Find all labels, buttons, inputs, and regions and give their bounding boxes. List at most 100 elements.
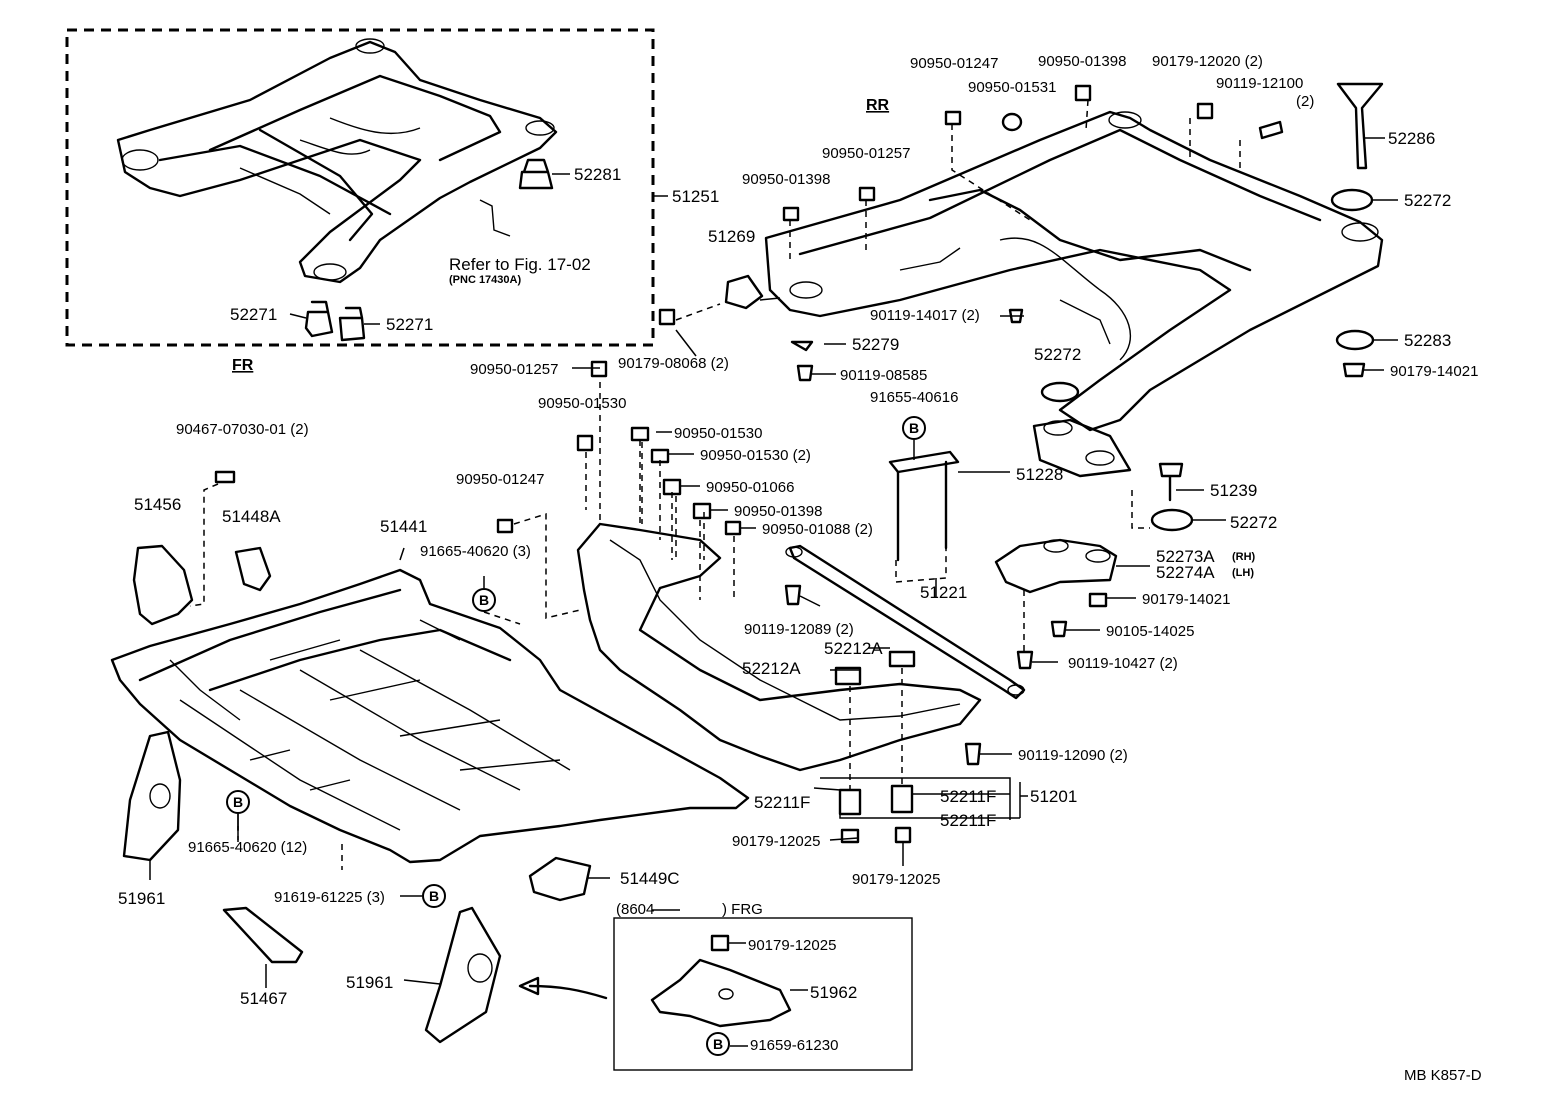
nut-52271-left <box>304 300 334 338</box>
bolt-marker-1 <box>902 416 926 440</box>
plug-90950-01247-mid <box>496 518 514 534</box>
label-52212a-b: 52212A <box>742 659 801 678</box>
label-90105-14025: 90105-14025 <box>1106 623 1194 640</box>
label-52271-left: 52271 <box>230 305 277 324</box>
nut-90179-14021 <box>1342 362 1366 378</box>
label-91659-61230: 91659-61230 <box>750 1037 838 1054</box>
label-52274a-side: (LH) <box>1232 567 1254 579</box>
label-52279: 52279 <box>852 335 899 354</box>
nut-52271-right <box>338 306 366 342</box>
label-90179-08068: 90179-08068 (2) <box>618 355 729 372</box>
label-51467: 51467 <box>240 989 287 1008</box>
plate-51961-bottom <box>424 906 502 1044</box>
plug-90950-01531 <box>1001 112 1023 132</box>
rear-direction-label: RR <box>866 97 890 114</box>
label-51228: 51228 <box>1016 465 1063 484</box>
label-52273a: 52273A <box>1156 547 1215 566</box>
label-90179-14021-low: 90179-14021 <box>1142 591 1230 608</box>
label-90119-14017: 90119-14017 (2) <box>870 307 980 324</box>
svg-text:B: B <box>233 794 243 810</box>
bracket-51269 <box>724 274 764 310</box>
rear-subframe <box>658 82 1398 594</box>
mount-52212a-b <box>888 650 916 668</box>
cushion-52272-low <box>1150 508 1194 532</box>
cushion-52272-mid <box>1040 381 1080 403</box>
bushing-52281 <box>518 158 554 190</box>
label-90119-08585: 90119-08585 <box>840 367 927 384</box>
label-51441: 51441 <box>380 517 427 536</box>
label-90119-10427: 90119-10427 (2) <box>1068 655 1178 672</box>
label-52272-low: 52272 <box>1230 513 1277 532</box>
label-90950-01530-a: 90950-01530 <box>538 395 626 412</box>
bolt-51239 <box>1158 462 1184 502</box>
label-52271-right: 52271 <box>386 315 433 334</box>
leader-lines <box>149 367 1136 988</box>
label-91665-40620-3: 91665-40620 (3) <box>420 543 531 560</box>
bushing-52211f-a <box>838 788 862 816</box>
plug-90950-01530-a <box>576 434 594 452</box>
plug-90950-01257-top <box>858 186 876 202</box>
label-90950-01531: 90950-01531 <box>968 79 1056 96</box>
label-90119-12090: 90119-12090 (2) <box>1018 747 1128 764</box>
under-cover-51441 <box>110 568 750 864</box>
label-90950-01530-b: 90950-01530 <box>674 425 762 442</box>
front-subframe-assembly <box>65 28 668 347</box>
svg-text:B: B <box>909 420 919 436</box>
plug-90950-01398-low <box>692 502 712 520</box>
inset-frg <box>613 917 913 1071</box>
label-51269: 51269 <box>708 227 755 246</box>
label-51456: 51456 <box>134 495 181 514</box>
svg-text:B: B <box>429 888 439 904</box>
svg-text:B: B <box>713 1036 723 1052</box>
label-90950-01257-mid: 90950-01257 <box>470 361 558 378</box>
bolt-90105-14025 <box>1050 620 1068 638</box>
label-51201: 51201 <box>1030 787 1077 806</box>
label-90179-14021-top: 90179-14021 <box>1390 363 1478 380</box>
label-52212a-a: 52212A <box>824 639 883 658</box>
label-51449c: 51449C <box>620 869 680 888</box>
bolt-marker-5 <box>706 1032 730 1056</box>
label-51962: 51962 <box>810 983 857 1002</box>
bolt-marker-3 <box>226 790 250 814</box>
diagram-code: MB K857-D <box>1404 1067 1482 1084</box>
plug-90950-01398-top <box>1074 84 1092 102</box>
bracket-rear-mount <box>1032 418 1132 478</box>
bolt-marker-2 <box>472 588 496 612</box>
label-91619-61225: 91619-61225 (3) <box>274 889 385 906</box>
label-90950-01247-top: 90950-01247 <box>910 55 998 72</box>
label-52283: 52283 <box>1404 331 1451 350</box>
misc-left-parts <box>122 360 742 1044</box>
label-90179-12020: 90179-12020 (2) <box>1152 53 1263 70</box>
bracket-51456 <box>132 544 194 626</box>
label-90950-01530-c: 90950-01530 (2) <box>700 447 811 464</box>
nut-90179-12020 <box>1196 102 1214 120</box>
label-90119-12089: 90119-12089 (2) <box>744 621 854 638</box>
label-51961-a: 51961 <box>118 889 165 908</box>
stud-plate-51228 <box>888 450 960 474</box>
label-91665-40620-12: 91665-40620 (12) <box>188 839 307 856</box>
bushing-52211f-b <box>890 784 914 814</box>
label-52273a-side: (RH) <box>1232 551 1256 563</box>
plug-90950-01257-mid <box>590 360 608 378</box>
label-52211f-c: 52211F <box>940 811 996 830</box>
cover-51449c <box>528 856 592 902</box>
cushion-52283 <box>1335 329 1375 351</box>
label-90950-01398-top: 90950-01398 <box>1038 53 1126 70</box>
cover-51448a <box>234 546 272 592</box>
label-52211f-b: 52211F <box>940 787 996 806</box>
stopper-52286 <box>1336 82 1384 170</box>
bolt-90119-12100 <box>1258 120 1284 140</box>
label-90179-12025-b: 90179-12025 <box>852 871 940 888</box>
bolt-markers: B B B B B <box>226 416 926 1056</box>
front-direction-label: FR <box>232 357 254 374</box>
reference-note-line1: Refer to Fig. 17-02 <box>449 255 591 274</box>
plug-90950-01398-mid <box>782 206 800 222</box>
plug-90950-01530-b <box>630 426 650 442</box>
label-51448a: 51448A <box>222 507 281 526</box>
label-90950-01247-mid: 90950-01247 <box>456 471 544 488</box>
label-90179-12025-c: 90179-12025 <box>748 937 836 954</box>
label-51239: 51239 <box>1210 481 1257 500</box>
mount-52273a <box>994 538 1118 594</box>
labels: RR FR Refer to Fig. 17-02 (PNC 17430A) (… <box>118 53 1482 1084</box>
label-90950-01066: 90950-01066 <box>706 479 794 496</box>
